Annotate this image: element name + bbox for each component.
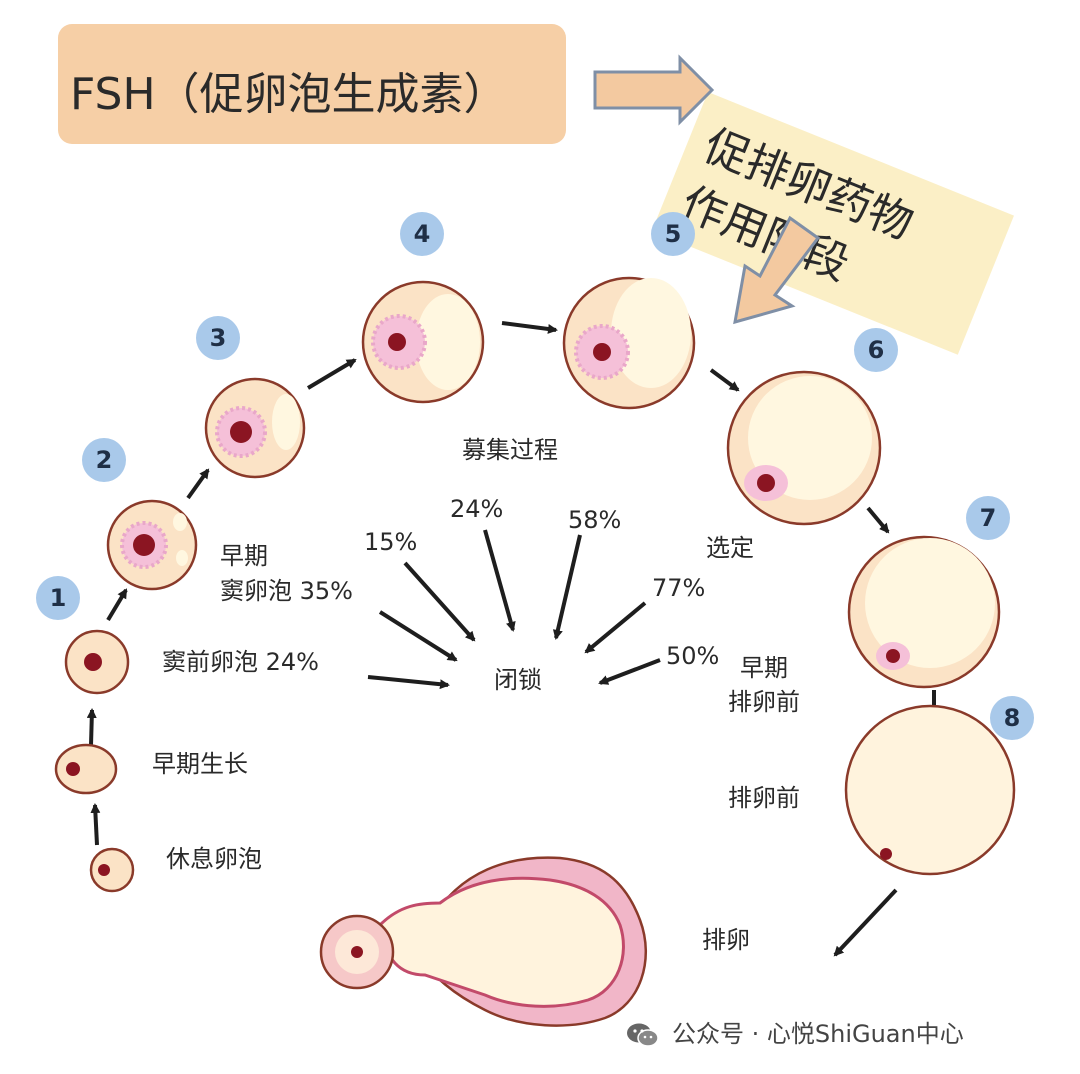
atresia-arrows: [367, 529, 661, 690]
stage-number-badge: 1: [36, 576, 80, 620]
atresia-rate: 15%: [364, 528, 418, 556]
label-early-antral-line1: 早期: [220, 542, 268, 570]
atresia-rate: 50%: [666, 642, 720, 670]
follicle-stage-7: [847, 535, 1001, 689]
follicle-stage-8: [844, 704, 1016, 876]
stage-number-badge: 8: [990, 696, 1034, 740]
label-preovulatory: 排卵前: [728, 784, 800, 812]
stage-number-badge: 6: [854, 328, 898, 372]
note-to-stage5-arrow: [733, 215, 821, 325]
label-resting-follicle: 休息卵泡: [166, 845, 262, 873]
atresia-rate: 58%: [568, 506, 622, 534]
watermark-text: 公众号 · 心悦ShiGuan中心: [672, 1020, 964, 1048]
label-ovulation: 排卵: [702, 926, 750, 954]
follicle-stage-6: [726, 370, 882, 526]
watermark: 公众号 · 心悦ShiGuan中心: [626, 1014, 964, 1049]
wechat-icon: [627, 1023, 659, 1047]
stage-number-badge: 5: [651, 212, 695, 256]
progression-arrows: [86, 321, 939, 957]
atresia-rate: 24%: [450, 495, 504, 523]
stage-number-badge: 2: [82, 438, 126, 482]
follicle-stage-3: [204, 377, 306, 479]
follicle-stage-4: [361, 280, 485, 404]
atresia-rate: 77%: [652, 574, 706, 602]
label-early-antral-line2: 窦卵泡 35%: [220, 577, 353, 605]
label-early-preovulatory-line1: 早期: [740, 654, 788, 682]
follicle-resting: [89, 847, 135, 893]
stage-number-badge: 3: [196, 316, 240, 360]
label-recruitment: 募集过程: [462, 436, 558, 464]
follicle-stage-1: [64, 629, 130, 695]
fsh-to-note-arrow: [593, 54, 715, 126]
ovulation-illustration: [319, 856, 648, 1027]
label-selection: 选定: [706, 534, 754, 562]
fsh-label-box: [58, 24, 566, 144]
stage-number-badge: 4: [400, 212, 444, 256]
stage-number-badge: 7: [966, 496, 1010, 540]
label-atresia: 闭锁: [494, 666, 542, 694]
label-early-preovulatory-line2: 排卵前: [728, 688, 800, 716]
follicle-early-growth: [54, 743, 118, 795]
follicle-stage-5: [562, 276, 696, 410]
label-preantral: 窦前卵泡 24%: [162, 648, 319, 676]
follicle-stage-2: [106, 499, 198, 591]
fsh-label: FSH（促卵泡生成素）: [70, 69, 508, 120]
label-early-growth: 早期生长: [152, 750, 248, 778]
